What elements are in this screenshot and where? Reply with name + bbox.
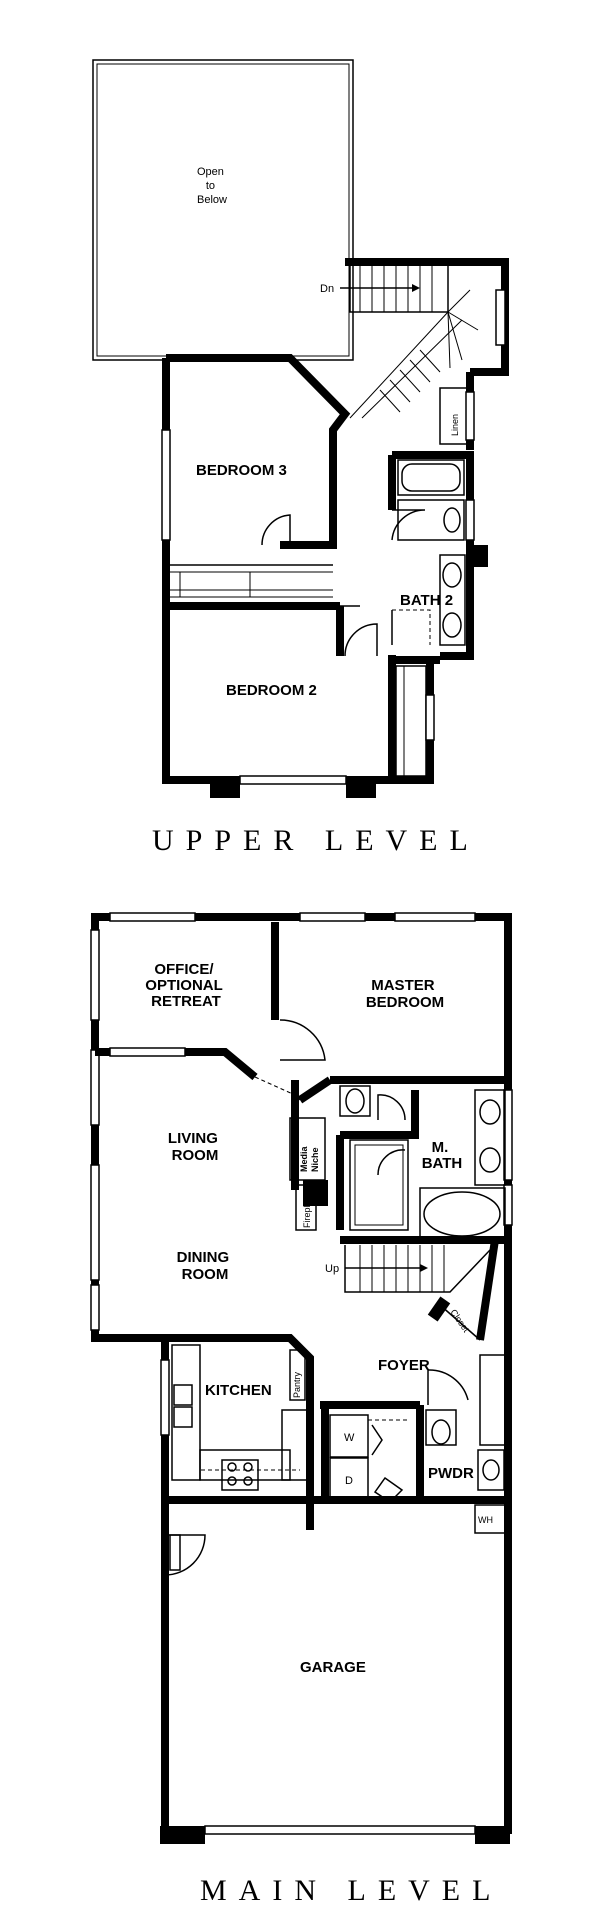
linen-label: Linen	[450, 414, 460, 436]
fireplace-label: Fireplace	[302, 1191, 312, 1228]
upper-level-plan: Open to Below Dn	[92, 59, 509, 857]
closet-label: Closet	[448, 1307, 471, 1334]
open-to-below-label: Open to Below	[197, 166, 227, 206]
upper-level-title: UPPER LEVEL	[152, 824, 480, 857]
washer-label: W	[344, 1432, 355, 1444]
master-bath-label: M. BATH	[422, 1139, 463, 1172]
powder-label: PWDR	[428, 1465, 474, 1482]
foyer-label: FOYER	[378, 1357, 430, 1374]
stairs-down-label: Dn	[320, 283, 334, 295]
main-level-plan: OFFICE/ OPTIONAL RETREAT MASTER BEDROOM …	[90, 912, 513, 1907]
media-niche-label: Media Niche	[299, 1144, 320, 1172]
bedroom3-label: BEDROOM 3	[196, 462, 287, 479]
master-bedroom-label: MASTER BEDROOM	[366, 977, 444, 1011]
living-room-label: LIVING ROOM	[168, 1130, 222, 1164]
main-level-title: MAIN LEVEL	[200, 1874, 502, 1907]
main-stairs: Up	[325, 1245, 445, 1292]
pantry-label: Pantry	[292, 1371, 302, 1398]
garage-label: GARAGE	[300, 1659, 366, 1676]
bedroom2-label: BEDROOM 2	[226, 682, 317, 699]
dryer-label: D	[345, 1475, 353, 1487]
kitchen-label: KITCHEN	[205, 1382, 272, 1399]
water-heater-label: WH	[478, 1515, 493, 1525]
dining-room-label: DINING ROOM	[177, 1249, 234, 1283]
bath2-label: BATH 2	[400, 592, 453, 609]
office-label: OFFICE/ OPTIONAL RETREAT	[145, 961, 226, 1010]
stairs-up-label: Up	[325, 1263, 339, 1275]
open-to-below-area	[92, 59, 354, 361]
upper-stairs: Dn	[320, 262, 479, 419]
